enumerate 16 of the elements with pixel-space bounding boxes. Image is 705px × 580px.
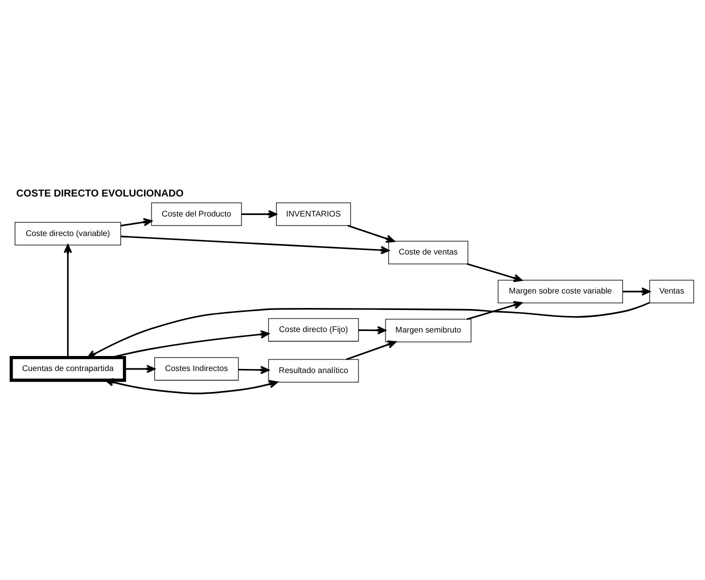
arrow xyxy=(466,263,522,282)
arrow xyxy=(120,236,390,254)
arrow xyxy=(64,244,72,358)
arrow xyxy=(466,301,522,320)
arrow xyxy=(110,330,270,358)
arrow xyxy=(104,378,278,394)
arrow xyxy=(358,326,386,334)
arrow xyxy=(124,364,156,374)
arrow xyxy=(87,302,650,358)
diagram-title: COSTE DIRECTO EVOLUCIONADO xyxy=(16,188,184,200)
arrow xyxy=(242,210,278,218)
arrow xyxy=(238,366,270,374)
arrow xyxy=(346,340,396,360)
arrow xyxy=(348,224,395,243)
arrow xyxy=(120,218,152,226)
arrow xyxy=(622,287,650,296)
